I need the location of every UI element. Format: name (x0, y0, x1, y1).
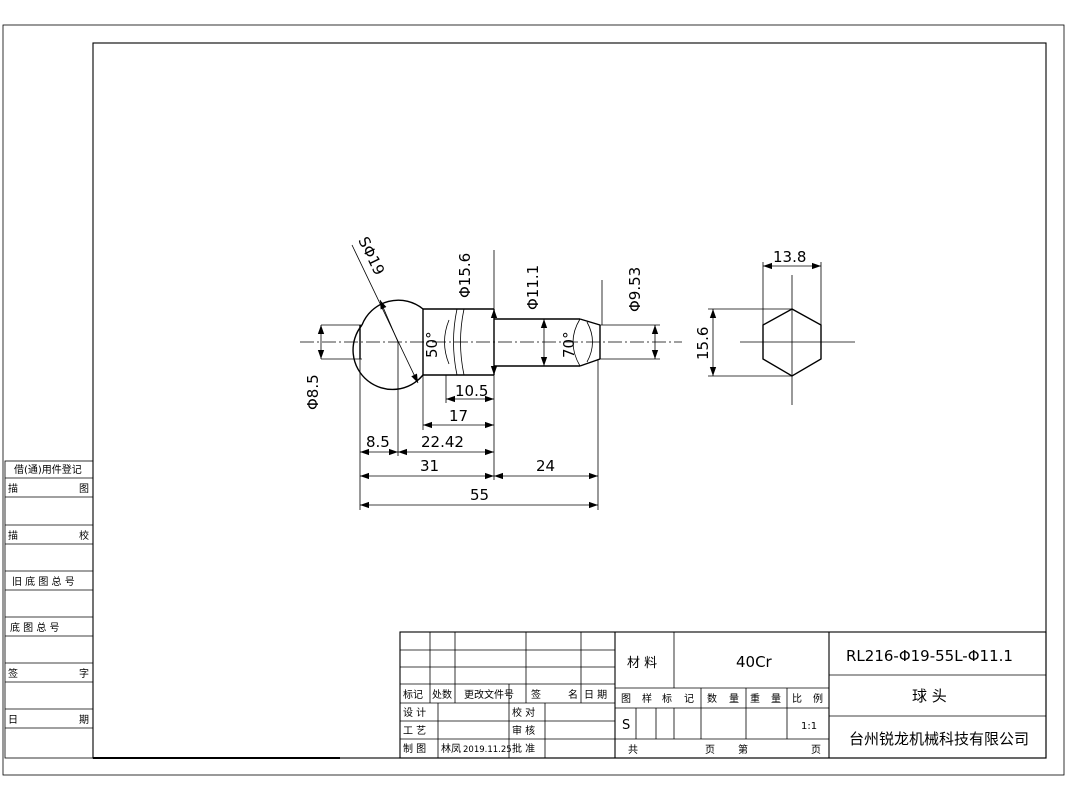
dim-hex-height-text: 15.6 (694, 327, 712, 360)
role-approve: 批 准 (512, 742, 535, 755)
rev-header-count: 处数 (432, 688, 452, 701)
rev-header-date: 日 期 (584, 689, 607, 701)
angle-arc-50 (444, 319, 450, 365)
neck-curve-left (453, 308, 458, 376)
part-number: RL216-Φ19-55L-Φ11.1 (846, 647, 1013, 665)
angle-70-text: 70° (560, 331, 578, 358)
dim-base-text: Φ8.5 (304, 374, 322, 410)
side-row-2-left: 描 (8, 529, 18, 542)
front-view: SΦ19 Φ15.6 Φ11.1 Φ9.53 Φ8.5 50° 70° 10.5… (300, 234, 682, 510)
stage-h-0: 图 (621, 693, 631, 705)
stage-h-4: 数 (707, 692, 717, 705)
stage-h-5: 量 (729, 693, 739, 705)
dim-22-42-text: 22.42 (421, 433, 464, 451)
draft-date: 2019.11.25 (463, 745, 512, 755)
dim-8-5-text: 8.5 (366, 433, 390, 451)
outer-border (2, 24, 1065, 776)
side-row-5-right: 字 (79, 667, 89, 680)
taper-bottom (579, 358, 601, 367)
dim-end-text: Φ9.53 (626, 267, 644, 312)
role-drafting: 制 图 (403, 742, 426, 755)
sphere-leader (351, 244, 419, 384)
stage-h-8: 比 (792, 693, 802, 705)
side-row-6-left: 日 (8, 715, 18, 726)
stage-h-3: 记 (684, 693, 694, 705)
side-row-1-left: 描 (8, 482, 18, 495)
part-name: 球 头 (912, 687, 947, 705)
side-row-1-right: 图 (79, 483, 89, 495)
neck-curve-right (460, 308, 465, 376)
role-review: 审 核 (512, 724, 535, 737)
side-header: 借(通)用件登记 (14, 463, 82, 476)
stage-value: S (622, 718, 630, 733)
rev-header-mark: 标记 (403, 689, 423, 701)
dim-17-text: 17 (449, 407, 468, 425)
dim-10-5-text: 10.5 (455, 382, 488, 400)
stage-h-6: 重 (750, 692, 760, 705)
dim-sphere-text: SΦ19 (354, 234, 388, 278)
sheet-num-label: 第 (738, 743, 748, 756)
stage-h-1: 样 (642, 692, 652, 705)
side-row-6-right: 期 (79, 714, 89, 726)
side-row-3: 旧 底 图 总 号 (12, 575, 75, 588)
stage-h-7: 量 (771, 693, 781, 705)
role-process: 工 艺 (403, 725, 426, 737)
sheet-total-label: 共 (628, 744, 638, 756)
sheet-page-label-2: 页 (811, 744, 821, 756)
side-row-2-right: 校 (79, 529, 89, 542)
ball-outline (352, 324, 424, 391)
material-value: 40Cr (736, 653, 773, 671)
material-label: 材 料 (627, 656, 657, 671)
stage-h-9: 例 (813, 692, 823, 705)
ball-top-arc (361, 299, 424, 326)
sphere-leader-2 (379, 299, 399, 343)
rev-header-doc: 更改文件号 (464, 688, 514, 701)
dim-31-text: 31 (420, 457, 439, 475)
title-block: 标记 处数 更改文件号 签 名 日 期 设 计 工 艺 制 图 林凤 2019.… (399, 631, 1047, 759)
rev-header-sign-1: 签 (531, 688, 541, 701)
role-check: 校 对 (512, 706, 535, 719)
title-block-frame (399, 631, 1047, 759)
rev-header-sign-2: 名 (568, 688, 578, 701)
angle-50-text: 50° (423, 331, 441, 358)
angle-arc-70 (586, 321, 593, 363)
side-column-frame (4, 460, 94, 759)
side-row-4: 底 图 总 号 (10, 621, 60, 634)
drafter-name: 林凤 (441, 742, 461, 755)
dim-neck-text: Φ15.6 (456, 253, 474, 298)
side-register-column: 借(通)用件登记 描 图 描 校 旧 底 图 总 号 底 图 总 号 签 字 日… (4, 460, 94, 759)
dim-55-text: 55 (470, 486, 489, 504)
side-view-hex: 13.8 15.6 (694, 248, 855, 405)
taper-top (579, 318, 601, 326)
company-name: 台州锐龙机械科技有限公司 (849, 730, 1029, 748)
dim-24-text: 24 (536, 457, 555, 475)
role-design: 设 计 (403, 706, 426, 719)
side-row-5-left: 签 (8, 667, 18, 680)
sheet-page-label: 页 (705, 744, 715, 756)
scale-value: 1:1 (801, 721, 817, 732)
dim-shank-text: Φ11.1 (524, 265, 542, 310)
dim-hex-width-text: 13.8 (773, 248, 806, 266)
stage-h-2: 标 (662, 693, 672, 705)
shank-chamfer-curve (572, 318, 581, 367)
